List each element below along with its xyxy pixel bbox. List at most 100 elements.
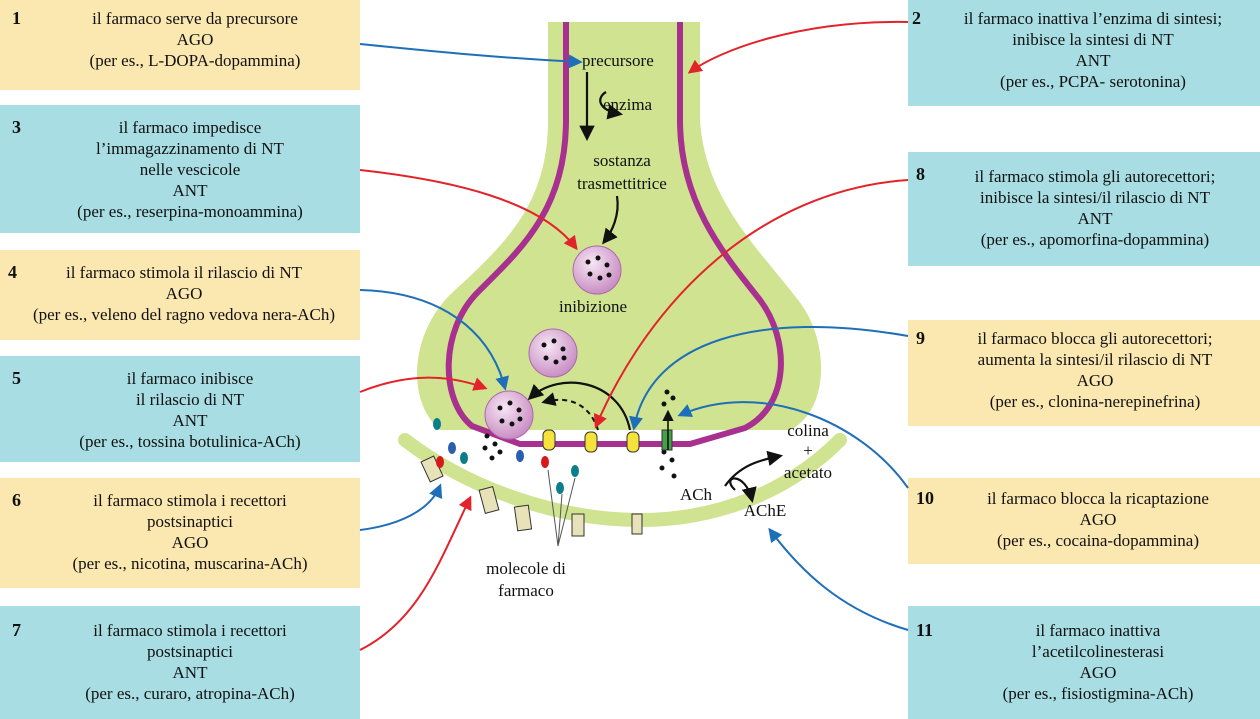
enzyme-arrow [599,91,624,120]
neurotransmitter-dots [482,255,677,479]
box-line: (per es., curaro, atropina-ACh) [85,684,295,703]
label-plus: + [803,441,813,460]
box-line: inibisce la sintesi di NT [1012,30,1174,49]
box-number: 9 [916,328,925,348]
label-inibizione: inibizione [559,297,627,316]
label-acetato: acetato [784,463,832,482]
label-precursore: precursore [582,51,654,70]
box-line: (per es., PCPA- serotonina) [1000,72,1186,91]
box-line: il rilascio di NT [135,390,245,409]
box-line: (per es., cocaina-dopammina) [996,531,1200,550]
box-4: 4 il farmaco stimola il rilascio di NT A… [0,250,360,340]
box-line: il farmaco impedisce [118,118,262,137]
label-ache: AChE [744,501,787,520]
box-line: il farmaco stimola gli autorecettori; [974,167,1216,186]
box-line: il farmaco stimola il rilascio di NT [65,263,303,282]
presynaptic-membrane [445,22,784,447]
box-line: aumenta la sintesi/il rilascio di NT [977,350,1213,369]
box-number: 6 [12,490,21,510]
box-3: 3 il farmaco impedisce l’immagazzinament… [0,105,360,233]
arrow-10 [677,401,909,489]
box-number: 4 [8,262,17,282]
box-line: ANT [1077,209,1113,228]
box-line: ANT [172,411,208,430]
box-line: il farmaco blocca gli autorecettori; [977,329,1213,348]
box-line: il farmaco inattiva l’enzima di sintesi; [963,9,1223,28]
box-line: ANT [1075,51,1111,70]
arrow-2 [687,20,909,74]
arrow-3 [359,169,578,251]
ach-breakdown-arrow [724,450,784,487]
box-line: AGO [1079,510,1117,529]
box-line: l’immagazzinamento di NT [96,139,284,158]
box-line: il farmaco inibisce [126,369,254,388]
autoreceptor-icon [542,429,673,453]
box-number: 7 [12,620,21,640]
vesicle-icon [484,245,622,440]
box-line: (per es., clonina-nerepinefrina) [989,392,1201,411]
box-line: inibisce la sintesi/il rilascio di NT [980,188,1210,207]
box-number: 8 [916,164,925,184]
box-line: AGO [171,533,209,552]
box-line: il farmaco stimola i recettori [93,621,287,640]
label-colina: colina [787,421,829,440]
box-number: 11 [916,620,934,640]
box-number: 1 [12,8,21,28]
box-line: il farmaco stimola i recettori [93,491,287,510]
box-number: 3 [12,117,21,137]
box-line: (per es., nicotina, muscarina-ACh) [72,554,308,573]
box-line: AGO [1079,663,1117,682]
box-7: 7 il farmaco stimola i recettori postsin… [0,606,360,719]
label-ach: ACh [680,485,713,504]
presynaptic-terminal [417,22,822,430]
box-line: postsinaptici [147,642,233,661]
box-9: 9 il farmaco blocca gli autorecettori; a… [908,320,1260,426]
box-11: 11 il farmaco inattiva l’acetilcolineste… [908,606,1260,719]
box-2: 2 il farmaco inattiva l’enzima di sintes… [908,0,1260,106]
box-line: (per es., apomorfina-dopammina) [980,230,1210,249]
box-6: 6 il farmaco stimola i recettori postsin… [0,478,360,588]
drug-molecules-icon [433,418,579,547]
box-line: postsinaptici [147,512,233,531]
box-line: (per es., fisiostigmina-ACh) [1002,684,1194,703]
label-farmaco: farmaco [498,581,554,600]
box-number: 10 [916,488,934,508]
arrow-6 [359,483,443,531]
box-line: ANT [172,663,208,682]
box-line: (per es., reserpina-monoammina) [77,202,303,221]
box-8: 8 il farmaco stimola gli autorecettori; … [908,152,1260,266]
arrow-11 [768,527,909,631]
box-line: ANT [172,181,208,200]
autoreceptor-feedback-arrow [527,381,632,431]
arrow-1 [359,43,583,69]
arrow-4 [359,289,509,391]
arrow-7 [359,495,472,651]
label-molecole: molecole di [486,559,566,578]
box-line: il farmaco serve da precursore [92,9,298,28]
box-number: 2 [912,8,921,28]
arrow-9 [629,326,909,431]
box-line: il farmaco inattiva [1035,621,1161,640]
box-line: AGO [1076,371,1114,390]
arrow-8 [593,179,909,429]
label-enzima: enzima [603,95,653,114]
box-line: AGO [165,284,203,303]
box-line: nelle vescicole [139,160,241,179]
box-number: 5 [12,368,21,388]
label-trasmettitrice: trasmettitrice [577,174,667,193]
box-line: (per es., tossina botulinica-ACh) [79,432,301,451]
box-10: 10 il farmaco blocca la ricaptazione AGO… [908,478,1260,564]
box-line: il farmaco blocca la ricaptazione [987,489,1209,508]
box-line: (per es., L-DOPA-dopammina) [89,51,301,70]
ache-arrow [729,477,757,503]
receptor-icon [420,455,643,537]
storage-arrow [602,195,619,245]
box-line: (per es., veleno del ragno vedova nera-A… [32,305,336,324]
arrow-5 [359,376,488,393]
box-1: 1 il farmaco serve da precursore AGO (pe… [0,0,360,90]
box-line: l’acetilcolinesterasi [1031,642,1165,661]
label-sostanza: sostanza [593,151,651,170]
box-line: AGO [176,30,214,49]
box-5: 5 il farmaco inibisce il rilascio di NT … [0,356,360,462]
